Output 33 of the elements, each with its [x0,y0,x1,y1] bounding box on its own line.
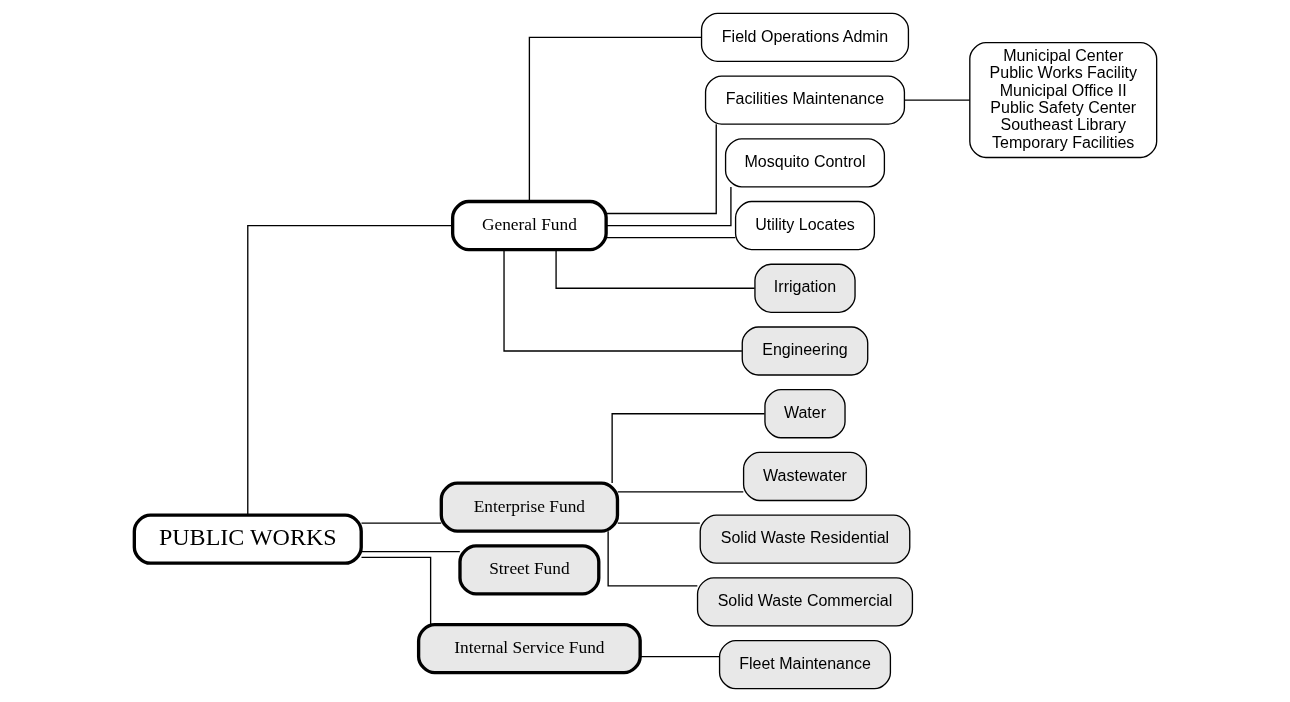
connector [903,99,970,101]
node-box: Mosquito Control [724,138,885,188]
connector [606,530,698,587]
connector [610,413,765,484]
connector [605,123,717,215]
connector [246,224,453,516]
connector [605,186,732,227]
connector [639,655,720,658]
node-box: Engineering [741,326,868,376]
node-box: Municipal Center Public Works Facility Municipal Office II Public Safety Center Southeast Library Temporary Facilities [968,42,1157,159]
node-box: Irrigation [753,263,856,313]
node-box: Wastewater [742,451,867,502]
connector [502,249,743,352]
node-box: Facilities Maintenance [704,75,905,125]
node-box: Utility Locates [734,200,875,251]
node-box: Internal Service Fund [416,622,642,675]
connector [554,248,755,289]
node-box: Enterprise Fund [439,481,619,533]
node-box: Solid Waste Commercial [696,577,913,627]
connector [360,550,460,553]
connector [360,556,431,625]
connector [528,36,702,202]
node-box: Street Fund [457,544,600,596]
node-box: PUBLIC WORKS [132,513,363,565]
connector [605,236,736,239]
connector [360,522,442,524]
connector [616,522,700,524]
node-box: Water [763,389,846,439]
node-box: Field Operations Admin [700,12,909,63]
node-box: Fleet Maintenance [718,639,891,690]
node-box: Solid Waste Residential [699,514,910,564]
connector [616,491,744,493]
node-box: General Fund [450,199,608,252]
